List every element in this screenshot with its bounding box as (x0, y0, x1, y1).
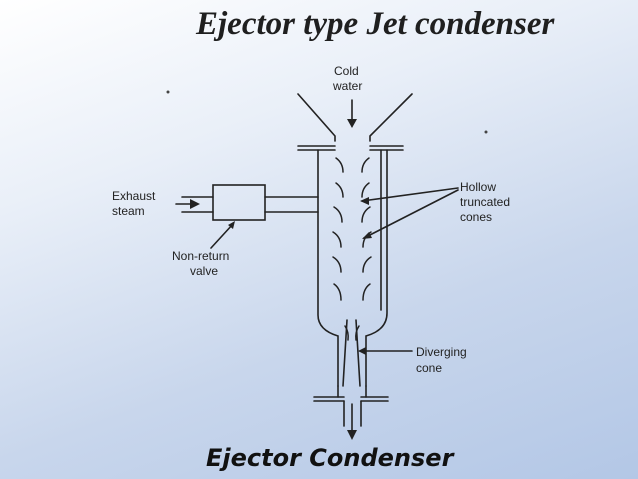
label-cones: cones (460, 210, 492, 224)
label-truncated: truncated (460, 195, 510, 209)
hollow-truncated-cones (332, 157, 372, 341)
label-valve: valve (190, 264, 218, 278)
label-hollow: Hollow (460, 180, 496, 194)
slide-title: Ejector type Jet condenser (196, 6, 555, 42)
hollow-cones-leader-1 (361, 187, 459, 202)
label-water: water (332, 79, 362, 93)
label-cold: Cold (334, 64, 359, 78)
non-return-valve-leader (210, 223, 234, 249)
label-exhaust: Exhaust (112, 189, 156, 203)
hollow-cones-leader-2 (363, 189, 459, 239)
water-inlet-funnel-right (369, 93, 413, 142)
label-cone: cone (416, 361, 442, 375)
water-inlet-funnel-left (297, 93, 336, 142)
label-diverging: Diverging (416, 345, 467, 359)
condenser-body-left-wall (317, 149, 339, 387)
label-steam: steam (112, 204, 145, 218)
diverging-cone-left (342, 319, 348, 387)
diagram-caption: Ejector Condenser (206, 444, 454, 472)
condenser-body-right-wall (365, 149, 388, 387)
label-non-return: Non-return (172, 249, 229, 263)
non-return-valve (212, 184, 266, 221)
